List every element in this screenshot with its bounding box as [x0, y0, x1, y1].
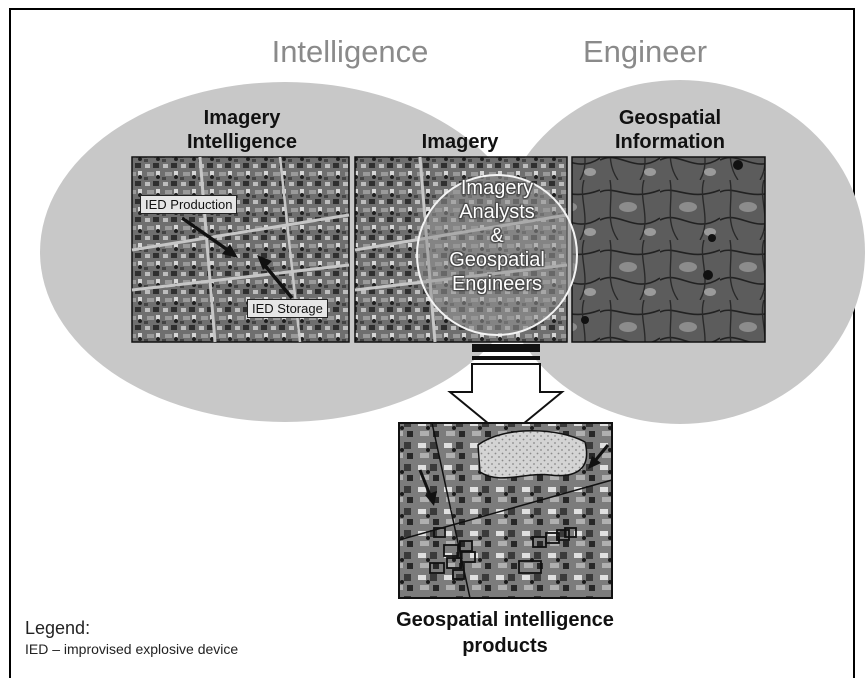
- ied-storage-arrow: [260, 260, 294, 300]
- geospatial-information-map: [571, 156, 766, 343]
- engineer-header: Engineer: [582, 34, 708, 69]
- flow-down-arrow: [447, 344, 565, 440]
- ied-production-callout: IED Production: [140, 195, 238, 214]
- imagery-intelligence-label: Imagery Intelligence: [186, 107, 298, 153]
- ied-storage-callout: IED Storage: [247, 299, 328, 318]
- ied-storage-arrowhead: [257, 255, 272, 270]
- ied-production-arrowhead: [222, 244, 238, 258]
- geospatial-products-label: Geospatial intelligence products: [396, 609, 614, 657]
- legend-title: Legend:: [25, 618, 91, 638]
- intelligence-header: Intelligence: [271, 34, 429, 69]
- geospatial-information-label: Geospatial Information: [615, 107, 725, 153]
- overlap-circle: [416, 174, 578, 336]
- imagery-analysts-geospatial-engineers: Imagery Analysts & Geospatial Engineers: [449, 177, 545, 295]
- legend-item-ied: IED – improvised explosive device: [25, 641, 239, 657]
- geospatial-products-image: [398, 422, 613, 599]
- ied-production-arrow: [180, 216, 234, 255]
- imagery-label: Imagery: [421, 131, 499, 153]
